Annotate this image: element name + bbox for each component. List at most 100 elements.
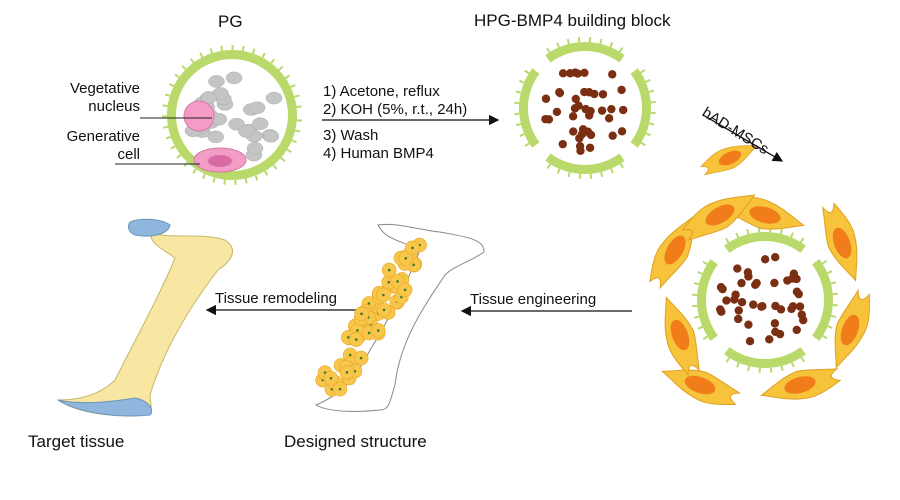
- scaffold-dot: [404, 256, 408, 260]
- spine: [284, 74, 291, 79]
- scaffold-dot: [345, 370, 349, 374]
- bmp4-dot: [716, 283, 726, 292]
- spine: [291, 139, 297, 144]
- spine: [640, 141, 646, 147]
- spine: [736, 362, 740, 368]
- exine-segment: [519, 68, 540, 148]
- bmp4-dot: [558, 69, 568, 78]
- spine: [524, 142, 530, 147]
- step-4: 4) Human BMP4: [323, 145, 434, 162]
- bmp4-dot: [770, 319, 780, 328]
- spine: [515, 90, 522, 94]
- spine: [290, 84, 296, 89]
- step-1: 1) Acetone, reflux: [323, 83, 440, 100]
- step-2: 2) KOH (5%, r.t., 24h): [323, 101, 468, 118]
- bmp4-dot: [733, 264, 742, 273]
- spine: [648, 89, 655, 93]
- bmp4-dot: [598, 90, 608, 99]
- spine: [821, 260, 828, 265]
- spine: [618, 47, 624, 53]
- bmp4-dot: [749, 300, 758, 309]
- bmp4-dot: [555, 88, 564, 97]
- bmp4-dot: [580, 68, 589, 77]
- spine: [170, 145, 176, 150]
- scaffold-dot: [356, 329, 359, 332]
- hpg-with-stem-cells: [692, 227, 838, 373]
- bmp4-dot: [737, 297, 747, 307]
- spine: [645, 79, 651, 83]
- bmp4-dot: [608, 70, 617, 79]
- bmp4-dot: [597, 106, 607, 115]
- starch-granule: [265, 91, 283, 105]
- spine: [280, 157, 286, 162]
- bmp4-dot: [775, 329, 785, 339]
- bmp4-dot: [788, 274, 797, 283]
- seeding-arrow: [702, 114, 784, 162]
- spine: [164, 93, 171, 97]
- tissue-engineering-label: Tissue engineering: [470, 291, 597, 308]
- bmp4-dot: [585, 143, 595, 152]
- spine: [264, 170, 269, 176]
- spine: [261, 52, 266, 59]
- bmp4-dot: [792, 287, 802, 296]
- bmp4-dot: [544, 115, 554, 124]
- starch-granule: [238, 125, 255, 138]
- bmp4-dot: [716, 305, 725, 314]
- spine: [199, 52, 204, 58]
- bmp4-dot: [581, 104, 590, 114]
- scaffold-dot: [360, 312, 363, 316]
- spine: [556, 168, 561, 174]
- bmp4-dot: [730, 295, 739, 304]
- scaffold-dot: [354, 338, 358, 341]
- spine: [747, 365, 751, 372]
- spine: [162, 125, 169, 129]
- starch-granule: [207, 130, 225, 144]
- spine: [209, 48, 213, 54]
- spine: [645, 132, 651, 137]
- spine: [780, 365, 784, 372]
- bmp4-dot: [752, 278, 761, 288]
- bmp4-dot: [573, 69, 582, 78]
- spine: [697, 271, 703, 275]
- stem-cell: [834, 288, 870, 369]
- stem-cell: [681, 194, 756, 242]
- stem-cell-icon: [699, 144, 759, 176]
- designed-structure-caption: Designed structure: [284, 432, 427, 451]
- spine: [546, 163, 552, 169]
- scaffold-dot: [387, 280, 391, 284]
- spine: [286, 148, 292, 154]
- pg-title: PG: [218, 12, 243, 31]
- bmp4-dot: [770, 278, 779, 288]
- spine: [567, 171, 571, 178]
- spine: [254, 175, 259, 181]
- exine-segment: [724, 347, 806, 368]
- exine-segment: [812, 259, 833, 341]
- bmp4-dot: [776, 305, 786, 314]
- generative-nucleus: [208, 155, 232, 167]
- bmp4-dot: [734, 306, 743, 315]
- bmp4-dot: [541, 94, 551, 103]
- spine: [294, 129, 301, 133]
- spine: [241, 45, 245, 52]
- scaffold-dot: [411, 246, 414, 250]
- step-3: 3) Wash: [323, 127, 379, 144]
- bmp4-dot: [570, 104, 580, 113]
- scaffold-dot: [353, 369, 357, 373]
- bmp4-dot: [617, 85, 626, 95]
- scaffold-dot: [396, 280, 399, 283]
- spine: [278, 65, 284, 71]
- spine: [799, 237, 805, 243]
- stem-cell: [664, 296, 701, 376]
- starch-granule: [200, 91, 217, 104]
- spine: [524, 69, 530, 75]
- exine-segment: [697, 259, 718, 341]
- spine: [693, 315, 700, 319]
- exine-segment: [545, 153, 625, 174]
- spine: [220, 45, 224, 51]
- cell-nucleus: [705, 204, 735, 226]
- bmp4-dot: [737, 278, 746, 288]
- bmp4-dot: [617, 127, 627, 136]
- bmp4-dot: [760, 255, 770, 264]
- vegetative-label-line1: Vegetative: [69, 80, 140, 97]
